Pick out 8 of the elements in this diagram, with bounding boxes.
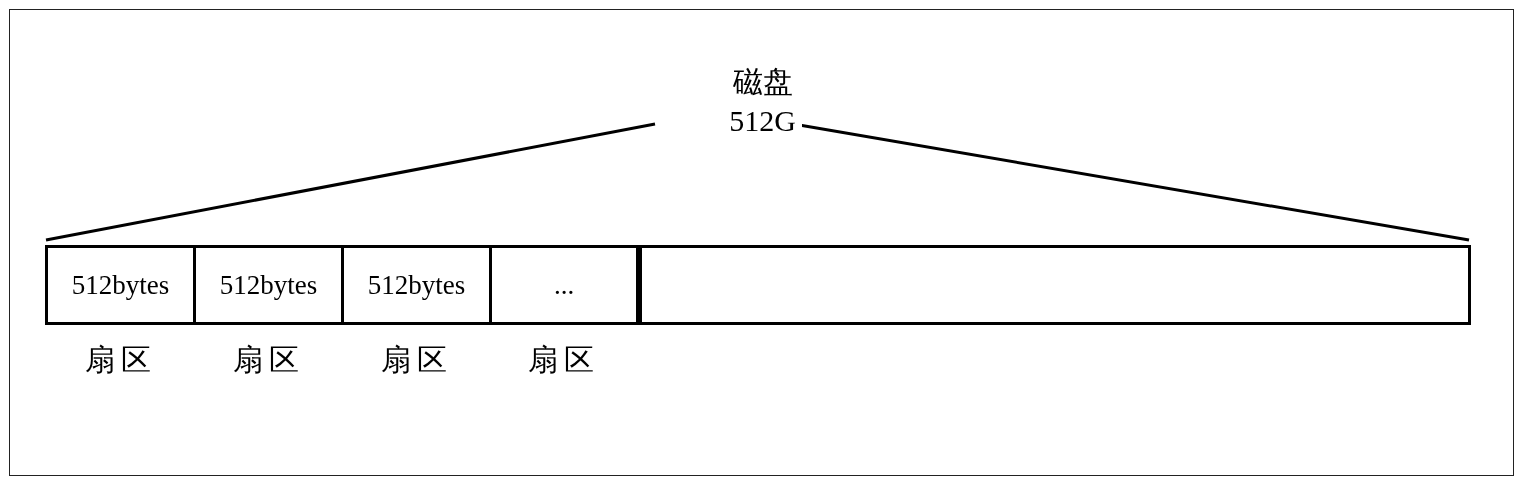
size-label: 512bytes	[367, 269, 466, 301]
size-label: 512bytes	[71, 269, 170, 301]
size-label: 512bytes	[219, 269, 318, 301]
size-label: ...	[553, 269, 575, 301]
sector-label: 扇区	[527, 342, 601, 378]
sector-label: 扇区	[379, 342, 454, 378]
sector-label: 扇区	[231, 342, 306, 378]
sector-label: 扇区	[83, 342, 158, 378]
